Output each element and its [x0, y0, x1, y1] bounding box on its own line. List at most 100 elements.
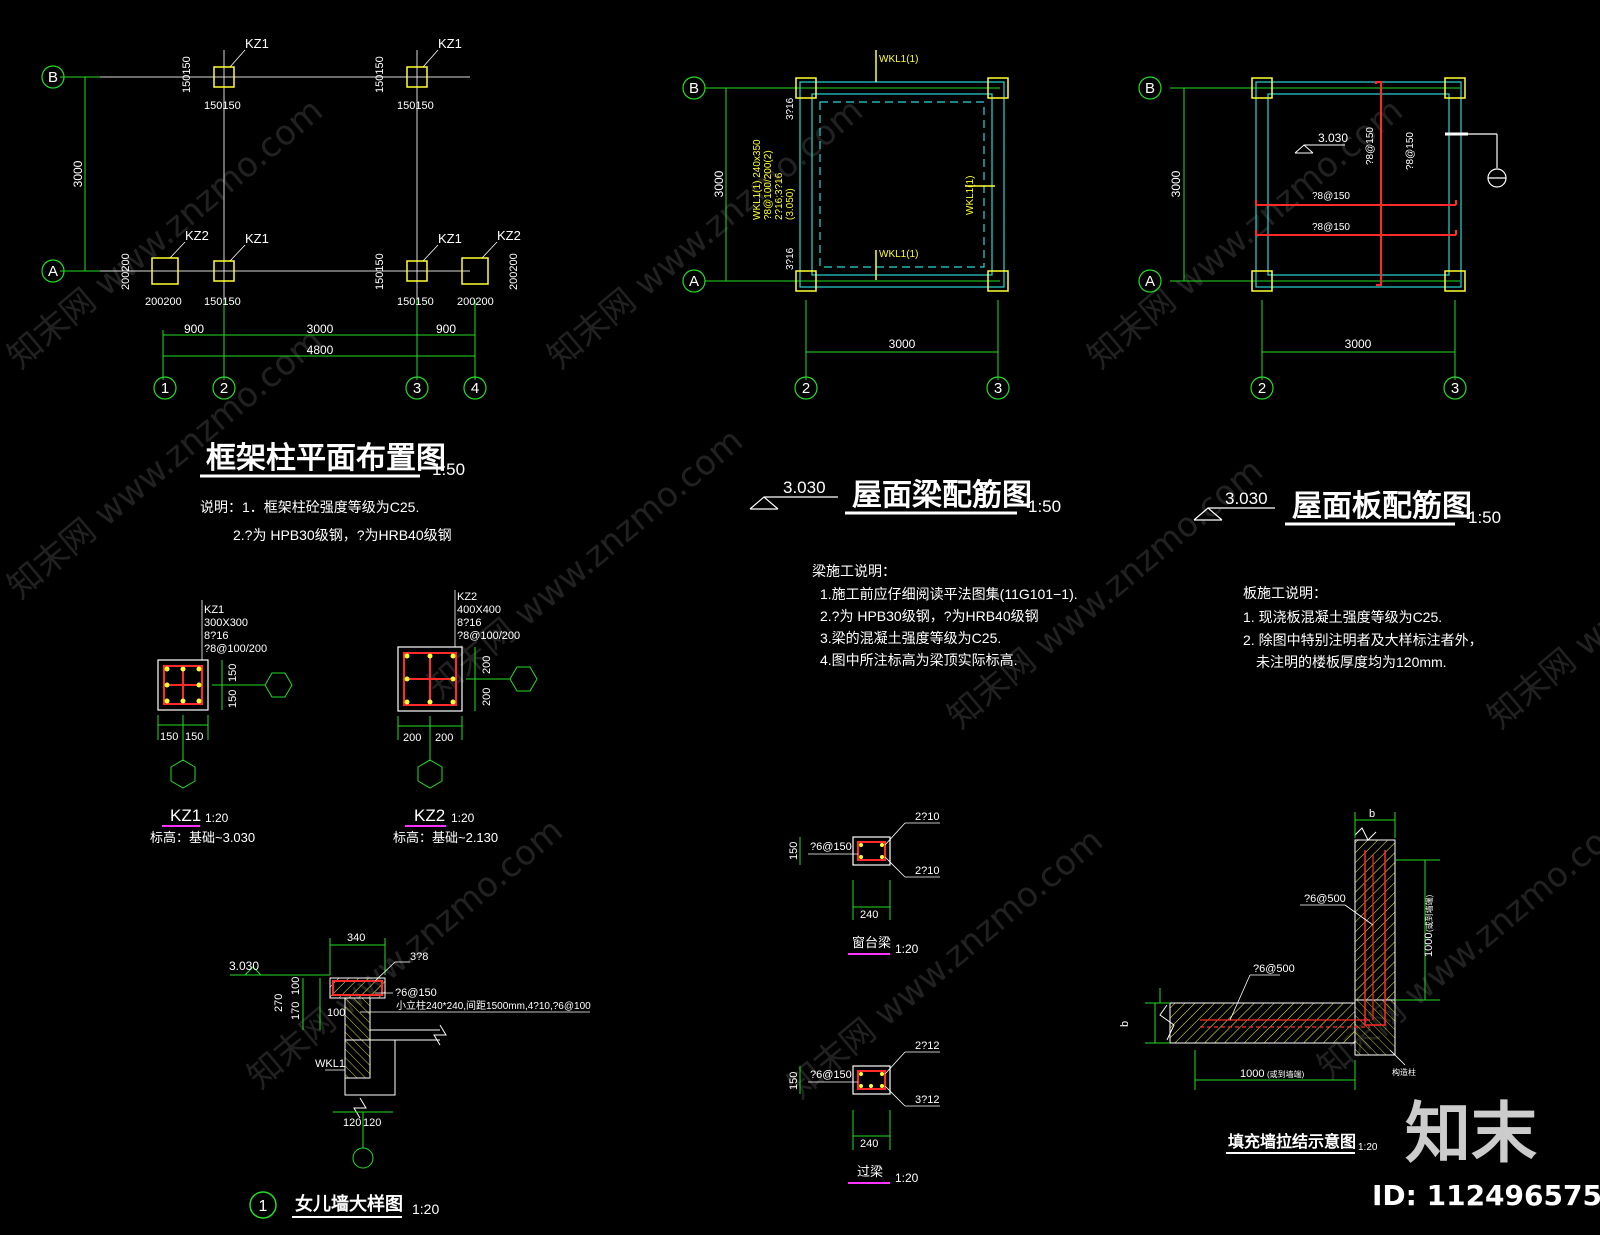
dim-text: 150150: [374, 253, 386, 290]
watermark-text: 知末网 www.znzmo.com: [240, 810, 571, 1096]
tie-text: ?6@500: [1253, 963, 1295, 975]
note-head: 梁施工说明：: [812, 563, 896, 579]
watermark-text: 知末网 www.znzmo.com: [420, 420, 751, 706]
elevation-value: 3.030: [1225, 489, 1268, 508]
axis-label-2: 2: [220, 380, 228, 397]
kz2-name: KZ2: [457, 591, 477, 603]
dim-900: 900: [184, 322, 204, 336]
beam-spec: ?8@100/200(2): [763, 150, 774, 220]
brand-logo: 知末 ID: 1124965757: [1372, 1095, 1600, 1212]
detail-title: 女儿墙大样图: [295, 1193, 403, 1215]
note-4: 4.图中所注标高为梁顶实际标高.: [820, 652, 1018, 668]
dim-4800: 4800: [307, 343, 334, 357]
roof-beam-plan: B A 2 3 WKL1(1) WKL1(1) WKL1(1) WKL1(1) …: [682, 50, 1078, 668]
rebar-text: ?8@150: [1312, 191, 1350, 202]
column-kz2: [461, 257, 489, 285]
slab-outline-outer: [1255, 81, 1462, 288]
beam-tag: WKL1: [315, 1058, 345, 1070]
dim-text: 150150: [204, 100, 241, 112]
axis-label-a: A: [1145, 273, 1155, 290]
dim-340: 340: [347, 932, 365, 944]
dim-b: b: [1119, 1021, 1131, 1027]
dim-3000-vertical: 3000: [71, 160, 85, 187]
detail-scale: 1:20: [205, 811, 229, 825]
dim-b: b: [1369, 808, 1375, 820]
dim-note: (或到墙端): [1424, 894, 1434, 932]
axis-label-2: 2: [802, 380, 810, 397]
detail-label: 窗台梁: [852, 935, 891, 950]
dim-text: 150: [227, 664, 239, 682]
lintel-detail: 2?12 ?6@150 3?12 150 240 过梁 1:20: [788, 1040, 940, 1185]
column-kz1: [795, 270, 817, 292]
column-kz2: [151, 257, 179, 285]
column-kz1: [987, 77, 1009, 99]
dim-text: 150150: [397, 296, 434, 308]
plan-title: 屋面梁配筋图: [852, 478, 1032, 513]
axis-bubble-a: [41, 259, 65, 283]
kz1-stirrup: ?8@100/200: [204, 643, 267, 655]
dim-3000-vertical: 3000: [712, 170, 726, 197]
dim-text: 200: [435, 732, 453, 744]
axis-label-a: A: [689, 273, 699, 290]
axis-label-b: B: [1145, 80, 1155, 97]
kz2-section-detail: KZ2 400X400 8?16 ?8@100/200 200 200 200 …: [393, 590, 538, 845]
watermark-text: 知末网 www.znzmo.com: [1080, 90, 1411, 376]
slab-edge-dashed: [819, 101, 985, 268]
column-label: 构造柱: [1392, 1067, 1416, 1077]
dim-1000-horizontal: 1000: [1240, 1068, 1264, 1080]
dim-1000-vertical: 1000: [1423, 933, 1435, 957]
dim-3000: 3000: [889, 337, 916, 351]
watermark-text: 知末网 www.znzmo.com: [1310, 800, 1600, 1086]
detail-label: 过梁: [857, 1164, 883, 1179]
kz1-tag: KZ1: [438, 231, 462, 246]
beam-outline-inner: [811, 93, 993, 276]
plan-title: 框架柱平面布置图: [206, 441, 446, 476]
dim-text: 200: [481, 688, 493, 706]
note-1: 1.施工前应仔细阅读平法图集(11G101−1).: [820, 586, 1078, 602]
dim-text: 200200: [145, 296, 182, 308]
dim-text: 200: [481, 656, 493, 674]
dim-text: 200200: [457, 296, 494, 308]
slab-elevation: 3.030: [1318, 131, 1348, 145]
dim-170: 170: [290, 1002, 302, 1020]
dim-3000: 3000: [307, 322, 334, 336]
detail-label: KZ1: [170, 806, 201, 825]
beam-spec: WKL1(1) 240x350: [752, 139, 763, 220]
note-3: 未注明的楼板厚度均为120mm.: [1256, 654, 1447, 670]
plan-note-1: 说明：1．框架柱砼强度等级为C25.: [200, 499, 419, 515]
sill-beam-detail: 2?10 ?6@150 2?10 150 240 窗台梁 1:20: [788, 811, 940, 956]
column-kz1: [406, 66, 428, 88]
tie-text: ?6@500: [1304, 893, 1346, 905]
kz2-stirrup: ?8@100/200: [457, 630, 520, 642]
rebar-text: ?8@150: [1312, 222, 1350, 233]
axis-bubble-3: [405, 376, 429, 400]
detail-scale: 1:20: [895, 1171, 919, 1185]
watermark-text: 知末网 www.znzmo.com: [780, 820, 1111, 1106]
rebar-bottom: 2?10: [915, 865, 939, 877]
beam-outline-outer: [799, 81, 1005, 288]
kz2-tag: KZ2: [497, 228, 521, 243]
stirrup-text: ?6@150: [810, 1069, 852, 1081]
dim-900: 900: [436, 322, 456, 336]
kz2-tag: KZ2: [185, 228, 209, 243]
column-kz1: [213, 66, 235, 88]
beam-spec: 2?16;3?16: [774, 172, 785, 220]
bar-text: 3?16: [785, 247, 796, 270]
detail-elevation: 标高：基础~2.130: [393, 830, 498, 845]
bar-text: 3?16: [785, 97, 796, 120]
dim-text: 150150: [181, 56, 193, 93]
beam-spec: (3.050): [785, 188, 796, 220]
dim-3000-vertical: 3000: [1169, 170, 1183, 197]
detail-title: 填充墙拉结示意图: [1228, 1132, 1356, 1151]
kz1-bars: 8?16: [204, 630, 228, 642]
dim-240: 240: [860, 1138, 878, 1150]
detail-number-bubble: [249, 1191, 277, 1219]
plan-scale: 1:50: [432, 460, 465, 479]
kz2-size: 400X400: [457, 604, 501, 616]
dim-text: 200200: [508, 253, 520, 290]
rebar-text: ?8@150: [1365, 127, 1376, 165]
kz1-name: KZ1: [204, 604, 224, 616]
column-kz1: [406, 260, 428, 282]
dim-3000: 3000: [1345, 337, 1372, 351]
axis-bubble-1: [153, 376, 177, 400]
